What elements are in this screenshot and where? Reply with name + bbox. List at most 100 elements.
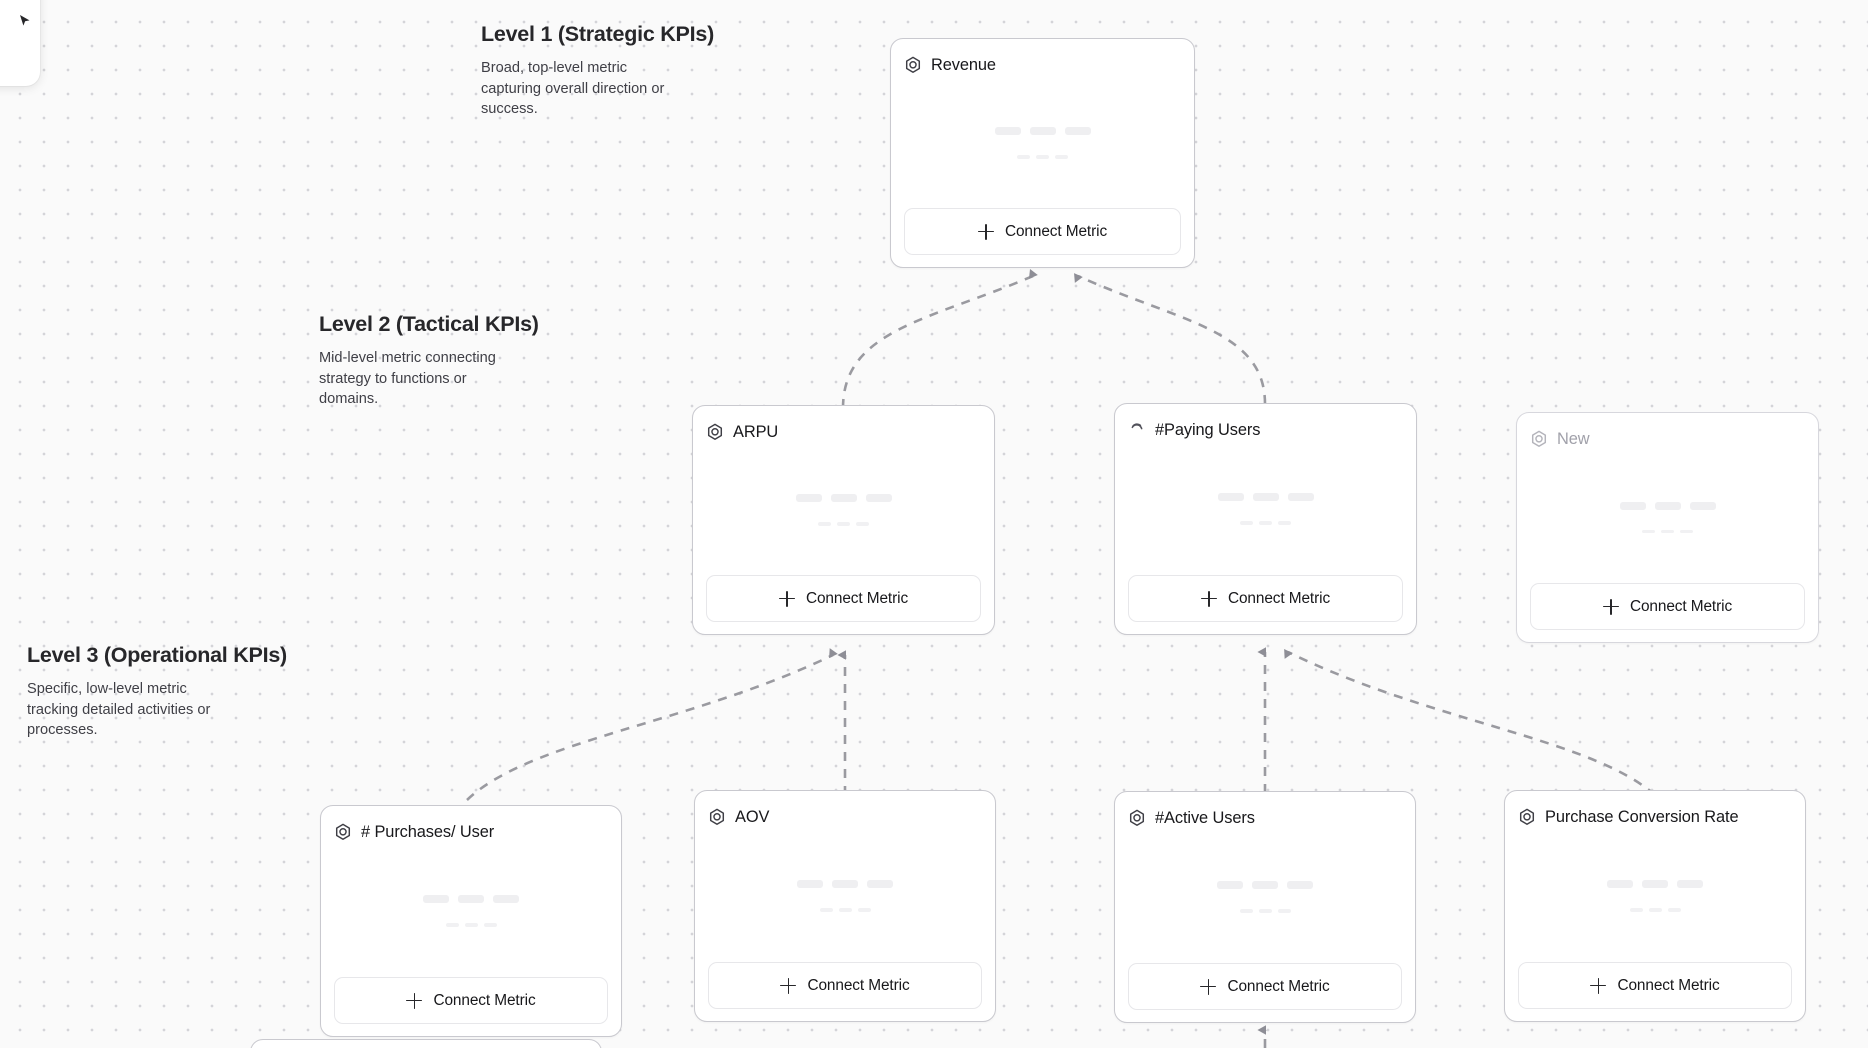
plus-icon (1602, 598, 1619, 615)
skeleton-bar (458, 895, 484, 904)
skeleton-row-secondary (1240, 521, 1291, 525)
card-placeholder-body (904, 78, 1181, 208)
skeleton-bar (865, 494, 892, 503)
skeleton-bar (1240, 521, 1253, 525)
connect-metric-button[interactable]: Connect Metric (1530, 583, 1805, 630)
connect-metric-button[interactable]: Connect Metric (1518, 962, 1792, 1009)
level-1-description: Broad, top-level metric capturing overal… (481, 60, 665, 117)
card-placeholder-body (708, 830, 982, 962)
hexagon-metric-icon (904, 56, 922, 74)
edge-arpu-revenue (841, 269, 1038, 409)
card-placeholder-body (1530, 452, 1805, 583)
level-3-description: Specific, low-level metric tracking deta… (27, 681, 211, 738)
skeleton-row-primary (994, 127, 1091, 136)
skeleton-bar (830, 494, 857, 503)
skeleton-bar (857, 908, 871, 912)
edge-purchases-arpu (466, 648, 838, 801)
metric-card-new[interactable]: New Connect Metric (1516, 412, 1819, 643)
plus-icon (1200, 978, 1217, 995)
connect-metric-button[interactable]: Connect Metric (1128, 575, 1403, 622)
skeleton-bar (837, 522, 850, 526)
skeleton-row-secondary (1629, 908, 1681, 912)
floating-toolbar-panel[interactable] (0, 0, 40, 86)
card-header: ARPU (706, 419, 981, 445)
skeleton-row-secondary (445, 923, 497, 927)
card-header: New (1530, 426, 1805, 452)
skeleton-bar (1217, 493, 1244, 502)
card-title: Purchase Conversion Rate (1545, 807, 1739, 826)
hexagon-metric-icon (1518, 808, 1536, 826)
cursor-icon (18, 14, 32, 28)
skeleton-bar (856, 522, 869, 526)
skeleton-bar (1239, 909, 1253, 913)
skeleton-bar (1278, 521, 1291, 525)
skeleton-bar (1677, 880, 1703, 889)
skeleton-bar (1036, 155, 1049, 159)
skeleton-bar (1619, 501, 1646, 510)
skeleton-bar (994, 127, 1021, 136)
skeleton-bar (1689, 501, 1716, 510)
skeleton-bar (1642, 880, 1668, 889)
card-placeholder-body (1518, 830, 1792, 962)
hexagon-metric-icon (334, 823, 352, 841)
card-header: Purchase Conversion Rate (1518, 804, 1792, 830)
card-title: #Paying Users (1155, 420, 1261, 439)
skeleton-bar (1629, 908, 1643, 912)
skeleton-bar (483, 923, 497, 927)
card-title: Revenue (931, 55, 996, 74)
skeleton-row-secondary (1642, 529, 1693, 534)
skeleton-bar (493, 895, 519, 904)
skeleton-bar (838, 908, 852, 912)
skeleton-bar (1277, 909, 1291, 913)
connect-metric-label: Connect Metric (807, 976, 910, 994)
metric-card-revenue[interactable]: Revenue Connect Metric (890, 38, 1195, 268)
skeleton-bar (797, 880, 823, 889)
plus-icon (780, 977, 797, 994)
card-placeholder-body (706, 445, 981, 575)
connect-metric-label: Connect Metric (1629, 597, 1733, 615)
skeleton-row-primary (1217, 881, 1313, 890)
connect-metric-button[interactable]: Connect Metric (904, 208, 1181, 255)
hexagon-metric-icon (1128, 809, 1146, 827)
skeleton-row-primary (1619, 501, 1716, 510)
metric-card-aov[interactable]: AOV Connect Metric (694, 790, 996, 1022)
skeleton-bar (1252, 493, 1279, 502)
card-title: ARPU (733, 422, 779, 441)
plus-icon (406, 992, 423, 1009)
skeleton-bar (1654, 501, 1681, 510)
skeleton-bar (1287, 493, 1314, 502)
skeleton-bar (1661, 529, 1674, 534)
skeleton-bar (423, 895, 449, 904)
skeleton-row-secondary (818, 522, 869, 526)
card-header: Revenue (904, 52, 1181, 78)
connect-metric-button[interactable]: Connect Metric (708, 962, 982, 1009)
skeleton-bar (819, 908, 833, 912)
metric-card-purchase-conversion-rate[interactable]: Purchase Conversion Rate Connect Metric (1504, 790, 1806, 1022)
metric-card-purchases-per-user[interactable]: # Purchases/ User Connect Metric (320, 805, 622, 1037)
skeleton-bar (1259, 521, 1272, 525)
level-3-label: Level 3 (Operational KPIs) Specific, low… (27, 643, 287, 741)
connect-metric-label: Connect Metric (433, 991, 536, 1009)
metric-card-active-users[interactable]: #Active Users Connect Metric (1114, 791, 1416, 1023)
skeleton-row-secondary (819, 908, 871, 912)
card-header: # Purchases/ User (334, 819, 608, 845)
connect-metric-label: Connect Metric (1004, 222, 1108, 240)
connect-metric-button[interactable]: Connect Metric (334, 977, 608, 1024)
skeleton-bar (1055, 155, 1068, 159)
hexagon-metric-icon (706, 423, 724, 441)
hexagon-metric-icon (708, 808, 726, 826)
skeleton-bar (1642, 529, 1655, 534)
skeleton-bar (1680, 529, 1693, 534)
level-2-title: Level 2 (Tactical KPIs) (319, 312, 539, 336)
metric-card-arpu[interactable]: ARPU Connect Metric (692, 405, 995, 635)
skeleton-bar (818, 522, 831, 526)
skeleton-row-primary (797, 880, 893, 889)
metric-card-paying-users[interactable]: #Paying Users Connect Metric (1114, 403, 1417, 635)
metric-card-offscreen-bottom[interactable] (250, 1039, 602, 1048)
skeleton-row-primary (795, 494, 892, 503)
connect-metric-button[interactable]: Connect Metric (1128, 963, 1402, 1010)
connect-metric-button[interactable]: Connect Metric (706, 575, 981, 622)
card-header: #Paying Users (1128, 417, 1403, 443)
card-title: # Purchases/ User (361, 822, 495, 841)
